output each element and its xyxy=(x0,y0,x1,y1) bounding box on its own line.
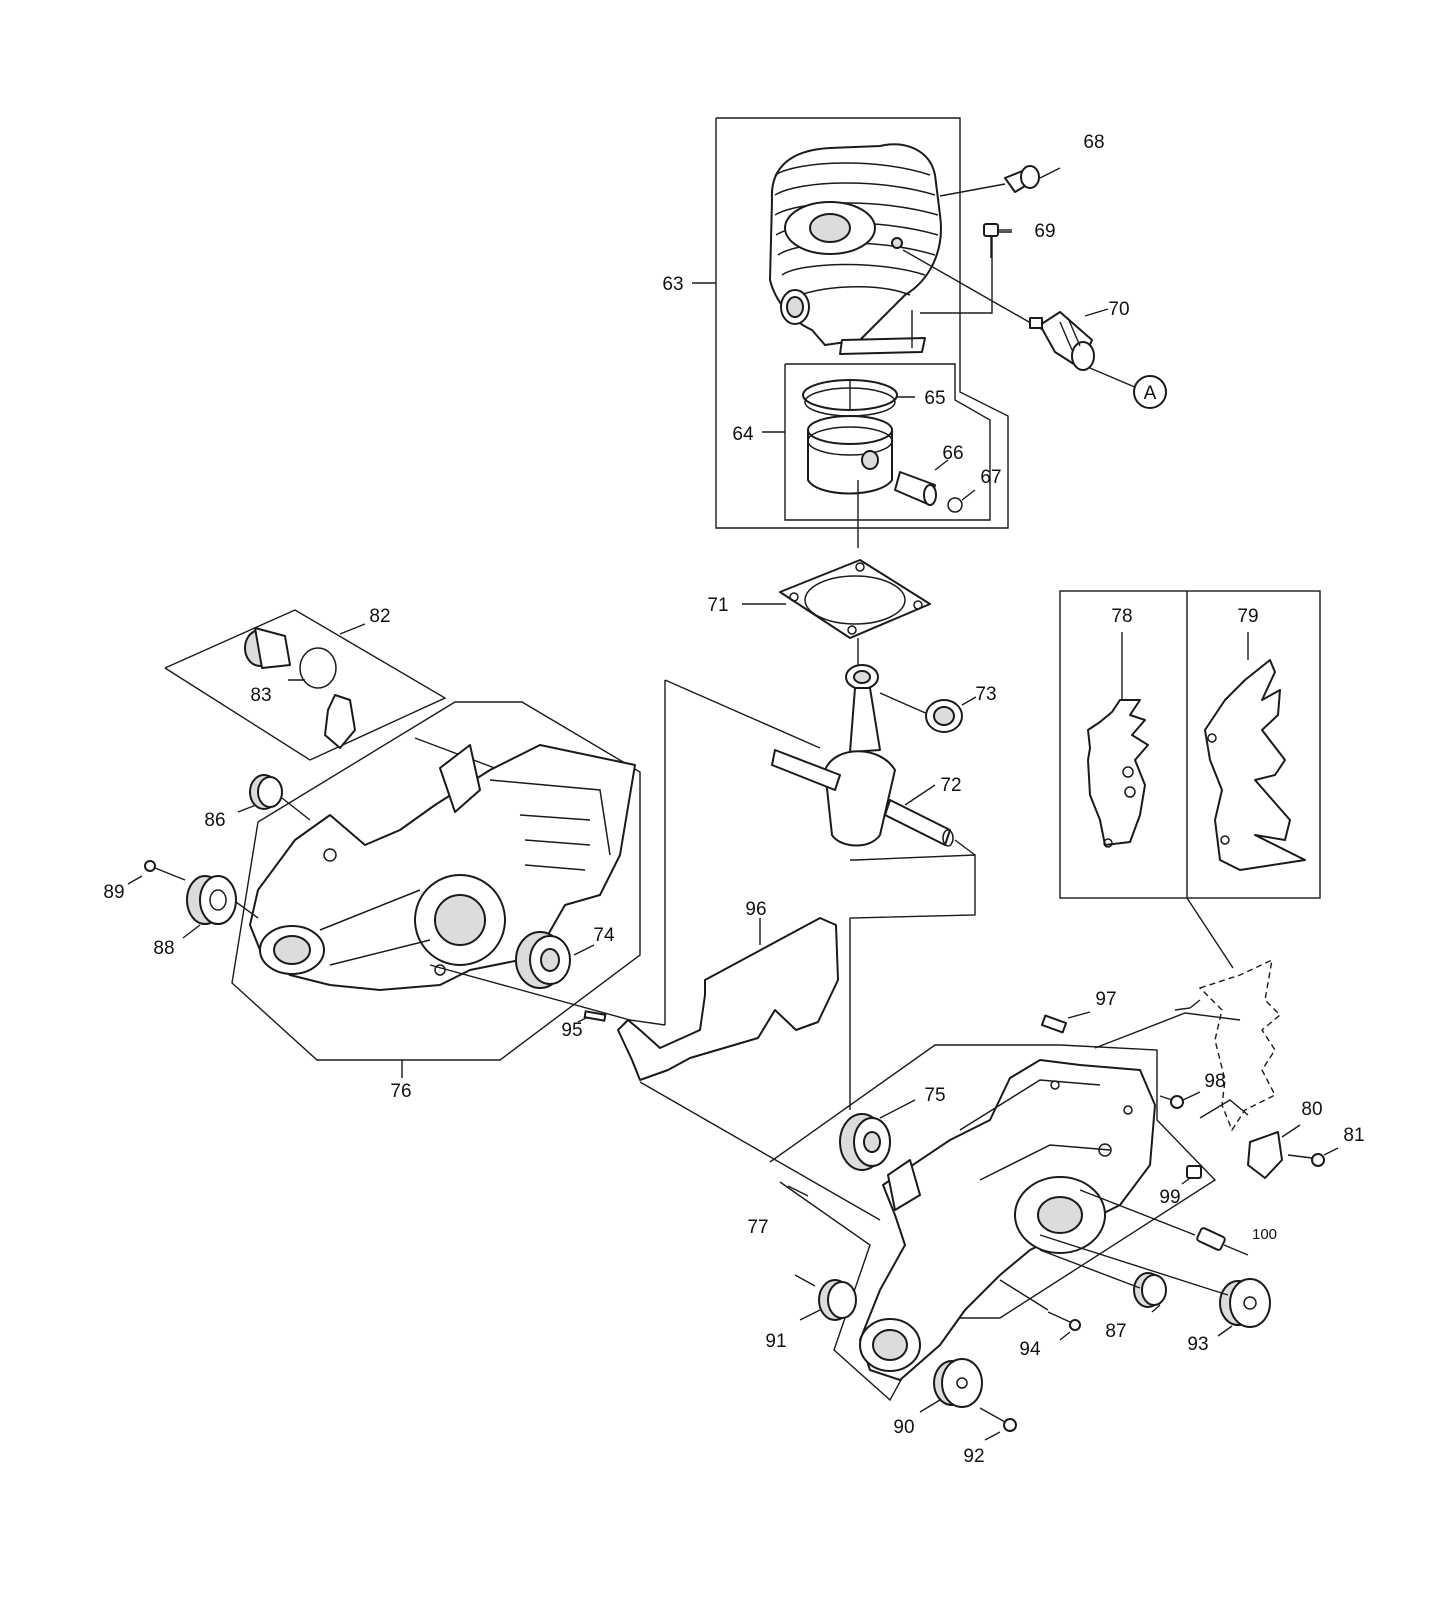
part-91-seal xyxy=(794,1274,857,1321)
callout-76: 76 xyxy=(390,1081,411,1102)
callout-89: 89 xyxy=(103,882,124,903)
callout-95: 95 xyxy=(561,1020,582,1041)
left-crankcase xyxy=(249,744,636,991)
part-99-plug xyxy=(1181,1165,1202,1185)
right-crankcase xyxy=(859,1059,1156,1381)
part-92-screw xyxy=(979,1407,1017,1441)
callout-91: 91 xyxy=(765,1331,786,1352)
right-crankcase-frame xyxy=(769,1012,1249,1402)
cylinder-group-frame xyxy=(692,117,1009,529)
callout-64: 64 xyxy=(732,424,754,445)
part-96-gasket xyxy=(617,917,881,1221)
callout-74: 74 xyxy=(593,925,615,946)
callout-96: 96 xyxy=(745,899,766,920)
chain-catcher-outline xyxy=(1174,958,1282,1132)
part-75-seal xyxy=(839,1099,916,1171)
callout-98: 98 xyxy=(1204,1071,1225,1092)
part-89-screw xyxy=(127,860,186,885)
callout-97: 97 xyxy=(1095,989,1116,1010)
part-88-mount xyxy=(182,875,259,939)
callout-94: 94 xyxy=(1019,1339,1041,1360)
callout-88: 88 xyxy=(153,938,174,959)
callout-81: 81 xyxy=(1343,1125,1364,1146)
reference-marker-a: A xyxy=(1133,375,1167,409)
part-78-plate xyxy=(1087,699,1149,848)
callout-82: 82 xyxy=(369,606,390,627)
callout-77: 77 xyxy=(747,1217,768,1238)
part-79-plate xyxy=(1204,659,1306,871)
part-74-bearing xyxy=(429,931,631,1021)
callout-67: 67 xyxy=(980,467,1001,488)
piston-group-frame xyxy=(762,363,991,521)
callout-99: 99 xyxy=(1159,1187,1180,1208)
callout-66: 66 xyxy=(942,443,963,464)
part-68-fitting xyxy=(1004,165,1061,193)
callout-79: 79 xyxy=(1237,606,1258,627)
part-97-pin xyxy=(1040,1011,1091,1034)
callout-69: 69 xyxy=(1034,221,1055,242)
chain-catcher-frame xyxy=(1059,590,1321,969)
callout-72: 72 xyxy=(940,775,961,796)
part-86-seal xyxy=(237,774,311,821)
callout-78: 78 xyxy=(1111,606,1132,627)
part-80-bracket xyxy=(1247,1124,1339,1179)
part-87-seal xyxy=(1039,1249,1167,1313)
part-93-mount xyxy=(1039,1234,1271,1337)
callout-93: 93 xyxy=(1187,1334,1208,1355)
callout-86: 86 xyxy=(204,810,225,831)
callout-100: 100 xyxy=(1252,1226,1277,1243)
reference-marker-label: A xyxy=(1144,383,1157,404)
callout-92: 92 xyxy=(963,1446,984,1467)
part-95-pin xyxy=(577,1010,607,1023)
fuel-filter-group xyxy=(164,609,447,761)
callout-65: 65 xyxy=(924,388,945,409)
cylinder xyxy=(769,143,942,355)
callout-63: 63 xyxy=(662,274,683,295)
piston xyxy=(802,379,976,548)
part-94-screw xyxy=(999,1279,1081,1341)
crankshaft xyxy=(629,664,976,1026)
callout-68: 68 xyxy=(1083,132,1104,153)
cylinder-gasket xyxy=(742,559,931,665)
callout-90: 90 xyxy=(893,1417,914,1438)
callout-83: 83 xyxy=(250,685,271,706)
callout-71: 71 xyxy=(707,595,728,616)
part-70-valve xyxy=(1029,308,1109,371)
part-90-mount xyxy=(919,1358,983,1413)
needle-bearing xyxy=(925,696,977,733)
callout-75: 75 xyxy=(924,1085,945,1106)
callout-labels: 63 64 65 66 67 68 69 70 71 72 73 74 75 7… xyxy=(103,132,1364,1467)
part-100-stud xyxy=(1079,1189,1249,1256)
callout-70: 70 xyxy=(1108,299,1129,320)
callout-80: 80 xyxy=(1301,1099,1322,1120)
part-98-screw xyxy=(1159,1091,1201,1109)
callout-87: 87 xyxy=(1105,1321,1126,1342)
callout-73: 73 xyxy=(975,684,996,705)
part-69-screw xyxy=(983,223,1012,258)
